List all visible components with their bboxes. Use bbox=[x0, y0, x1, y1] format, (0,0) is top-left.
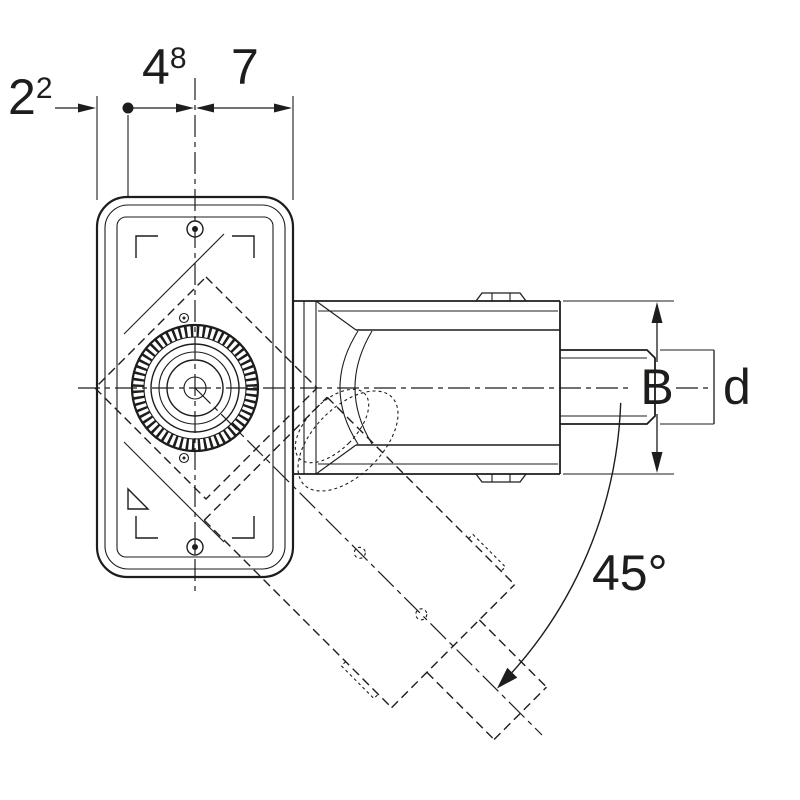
corner-bracket-top-left bbox=[135, 235, 158, 258]
angle-arrowhead bbox=[497, 667, 518, 689]
hole-upper-center bbox=[182, 316, 186, 320]
dim-48-arrowhead bbox=[176, 103, 194, 113]
flange-center-circle bbox=[183, 376, 207, 400]
rotated-body-end-face bbox=[391, 584, 516, 709]
chamfer-bottom bbox=[315, 444, 357, 475]
hole-lower-center bbox=[182, 456, 186, 460]
rotation-reference-line-lower bbox=[123, 441, 225, 543]
spigot-outline bbox=[560, 349, 656, 425]
plate-screws bbox=[178, 220, 204, 556]
rotated-spigot-end-face bbox=[493, 686, 547, 740]
dimension-label-d: d bbox=[723, 359, 751, 415]
B-arrowhead-down bbox=[651, 452, 663, 473]
socket-arc-1 bbox=[339, 330, 359, 445]
flange-circle-3 bbox=[150, 343, 240, 433]
dimension-label-2: 22 bbox=[8, 69, 53, 125]
corner-bracket-bottom-right bbox=[232, 516, 255, 539]
dimension-label-48: 48 bbox=[142, 39, 187, 95]
dimension-B: B bbox=[563, 300, 674, 475]
hidden-bore-ellipse-1 bbox=[294, 388, 370, 464]
centerlines bbox=[78, 78, 708, 736]
dimension-label-7: 7 bbox=[231, 39, 259, 95]
rotated-outlet-dashed bbox=[203, 396, 547, 740]
rotated-hole-1 bbox=[353, 546, 366, 559]
alignment-triangle-mark bbox=[127, 487, 150, 510]
screw-top bbox=[186, 220, 204, 238]
chamfer-top bbox=[315, 300, 357, 331]
outlet-spigot bbox=[560, 349, 656, 425]
knurl-inner-boundary bbox=[143, 336, 247, 440]
flange-outer-circle bbox=[130, 323, 260, 453]
rotated-flange-outline-dashed bbox=[94, 276, 318, 500]
B-arrowhead-up bbox=[651, 302, 663, 323]
rotated-spigot-side-lower bbox=[426, 671, 495, 740]
dim-2-arrowhead bbox=[78, 103, 96, 113]
plate-mid-outline bbox=[104, 204, 286, 570]
top-dimension-annotations: 22 48 7 bbox=[8, 39, 294, 200]
screw-bottom-center bbox=[192, 544, 198, 550]
corner-bracket-top-right bbox=[232, 235, 255, 258]
hidden-bore-ellipse-2 bbox=[297, 390, 399, 492]
socket-arc-2 bbox=[354, 330, 373, 445]
clip-tab-bottom bbox=[475, 473, 527, 483]
rotation-angle-annotation: 45° bbox=[497, 402, 668, 689]
plate-outer-outline bbox=[95, 195, 295, 579]
rotated-body-start-face bbox=[203, 396, 328, 521]
flange-circles bbox=[130, 323, 260, 453]
rotated-body-side-upper bbox=[326, 396, 516, 586]
plate-inner-panel bbox=[116, 216, 274, 558]
screw-bottom bbox=[186, 538, 204, 556]
diagonal-centerline-45 bbox=[194, 387, 543, 736]
rotated-spigot-side-upper bbox=[478, 619, 547, 688]
rotated-clip-tab-upper bbox=[468, 533, 507, 572]
flange-circle-4 bbox=[158, 351, 232, 425]
mounting-plate bbox=[95, 195, 295, 579]
hole-upper bbox=[178, 312, 190, 324]
screw-top-center bbox=[192, 226, 198, 232]
rotated-clip-tab-lower bbox=[340, 661, 379, 700]
hole-lower bbox=[178, 452, 190, 464]
dimension-label-B: B bbox=[640, 359, 673, 415]
rotated-body-side-lower bbox=[203, 519, 393, 709]
clip-tab-top bbox=[475, 292, 527, 302]
flange-circle-5 bbox=[166, 359, 224, 417]
dimension-d: d bbox=[660, 349, 751, 425]
corner-bracket-bottom-left bbox=[135, 516, 158, 539]
knurled-ring bbox=[132, 325, 258, 451]
angle-label: 45° bbox=[592, 545, 668, 601]
dim-7-arrowhead-right bbox=[274, 103, 292, 113]
rotated-hole-2 bbox=[415, 608, 428, 621]
dim-7-arrowhead-left bbox=[196, 103, 214, 113]
corner-brackets bbox=[135, 235, 255, 539]
rotation-reference-line-upper bbox=[123, 233, 225, 335]
outlet-pipe-side bbox=[293, 292, 656, 492]
rotation-angle-arc bbox=[500, 402, 622, 685]
